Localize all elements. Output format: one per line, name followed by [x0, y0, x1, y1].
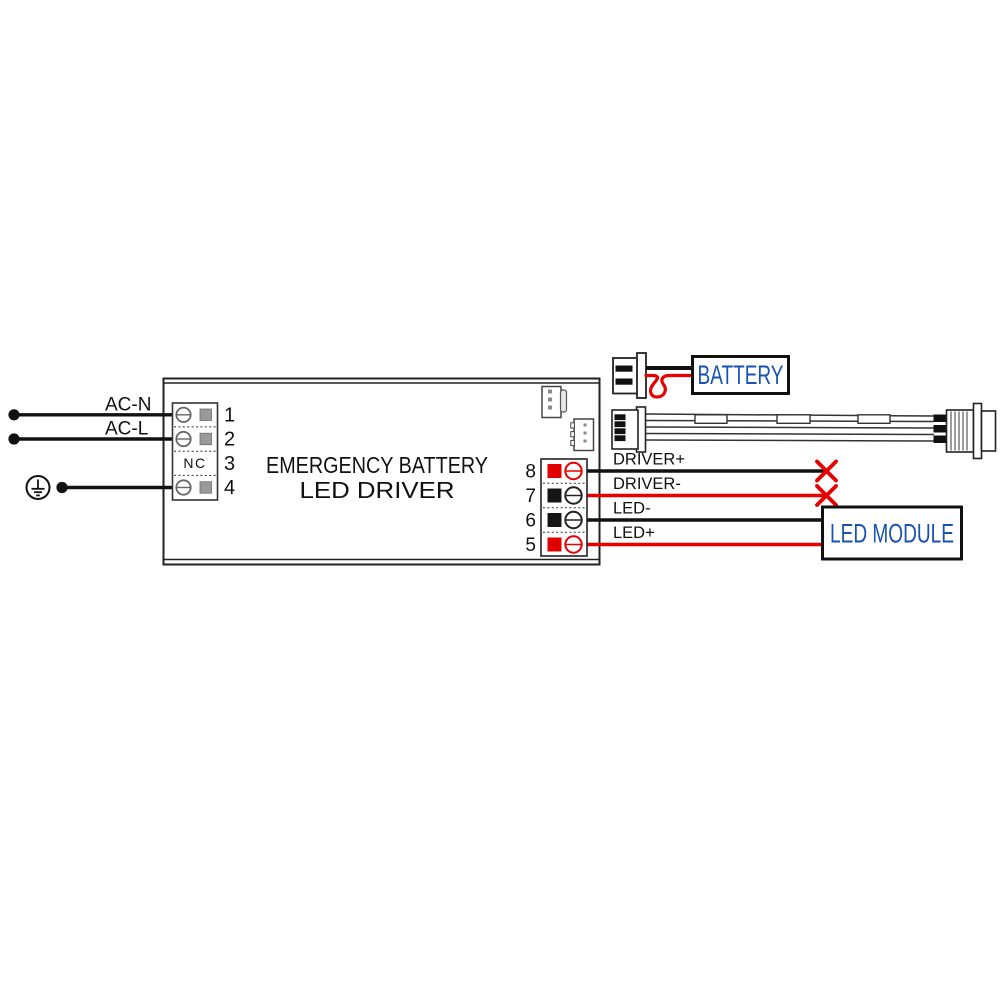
ac-input-terminal-block: NC 1 2 3 4 [171, 402, 235, 501]
ac-l-label: AC-L [105, 419, 148, 440]
terminal-contact-square [547, 513, 562, 527]
battery-box: BATTERY [691, 355, 790, 395]
nc-label: NC [183, 455, 206, 471]
wire-end-dot [56, 481, 68, 494]
ac-n-label: AC-N [105, 395, 151, 416]
protective-earth-icon [25, 475, 51, 500]
wire-end-dot [8, 409, 20, 421]
ac-input-wires [8, 409, 184, 494]
battery-plug-connector [612, 352, 647, 399]
terminal-number: 3 [224, 453, 235, 475]
terminal-number: 7 [525, 486, 536, 507]
internal-output-socket [570, 418, 595, 452]
terminal-number: 6 [525, 511, 536, 532]
terminal-number: 1 [224, 405, 235, 427]
cable-marker-band [694, 414, 728, 424]
terminal-contact-square [547, 464, 562, 478]
battery-wire-red [644, 373, 696, 399]
output-terminal-block: 8 7 6 5 [525, 458, 588, 557]
driver-title-line1: EMERGENCY BATTERY [266, 452, 488, 478]
driver-box-outline [162, 377, 601, 566]
cable-marker-band [776, 414, 811, 424]
internal-battery-socket [541, 385, 568, 419]
driver-minus-label: DRIVER- [613, 475, 681, 493]
terminal-number: 8 [525, 462, 536, 483]
battery-label: BATTERY [698, 360, 784, 390]
terminal-number: 5 [525, 535, 536, 556]
driver-title-line2: LED DRIVER [300, 477, 455, 503]
no-connect-x-icon [815, 484, 838, 507]
terminal-contact-square [199, 432, 212, 446]
led-minus-label: LED- [613, 500, 651, 518]
harness-plug-connector [611, 406, 647, 453]
terminal-contact-square [199, 481, 212, 494]
cable-marker-band [857, 414, 891, 424]
wire-end-dot [8, 433, 20, 445]
wire-strand [645, 426, 935, 429]
no-connect-x-icon [815, 459, 838, 483]
led-module-label: LED MODULE [830, 519, 954, 549]
wire-strand [645, 439, 935, 442]
switch-connector [933, 402, 997, 460]
terminal-number: 4 [224, 477, 235, 499]
driver-plus-label: DRIVER+ [613, 451, 685, 469]
terminal-contact-square [199, 408, 212, 421]
led-module-box: LED MODULE [821, 505, 963, 561]
driver-box [162, 377, 601, 566]
terminal-number: 2 [224, 429, 235, 451]
terminal-contact-square [547, 488, 562, 503]
led-plus-label: LED+ [613, 524, 655, 542]
wire-strand [645, 432, 935, 436]
output-wires [574, 469, 827, 547]
terminal-contact-square [547, 537, 562, 552]
cable-harness [611, 402, 997, 460]
